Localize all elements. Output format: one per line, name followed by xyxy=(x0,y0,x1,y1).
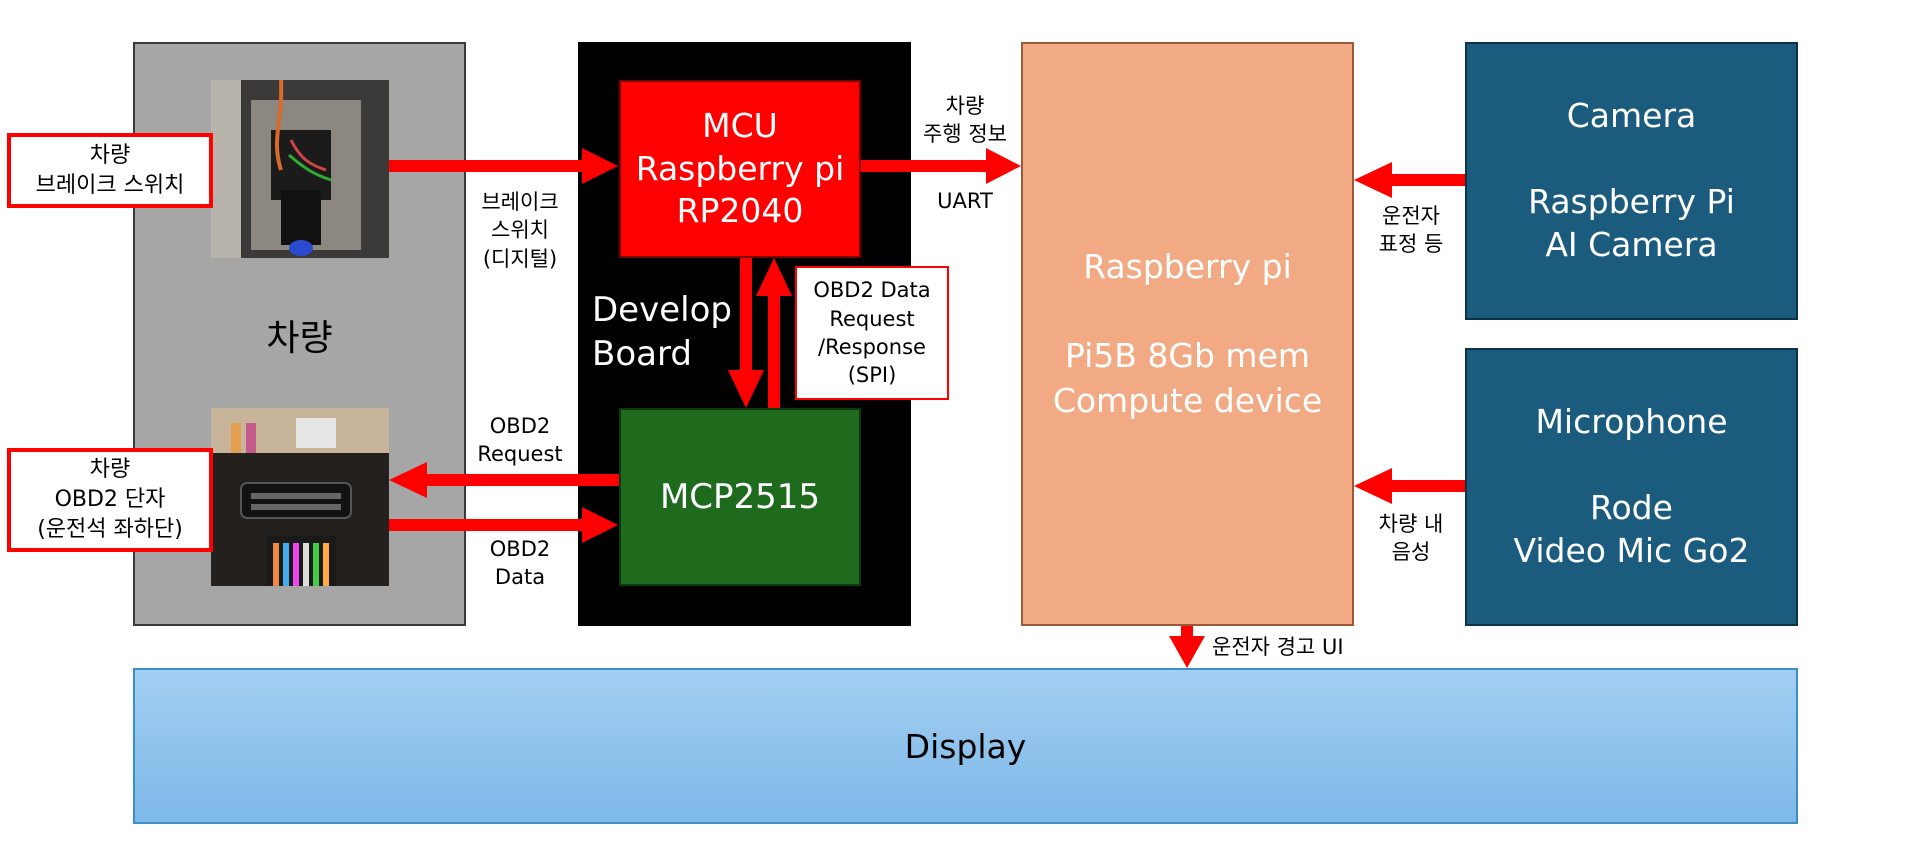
develop-board-title: Develop Board xyxy=(592,290,732,375)
pi-to-display-arrow xyxy=(1169,626,1205,668)
camera-block: Camera Raspberry Pi AI Camera xyxy=(1465,42,1798,320)
microphone-block: Microphone Rode Video Mic Go2 xyxy=(1465,348,1798,626)
camera-to-pi-arrow xyxy=(1354,162,1465,198)
brake-switch-link-label: 브레이크 스위치 (디지털) xyxy=(481,190,559,271)
obd-data-label: OBD2 Data xyxy=(489,537,551,590)
drive-info-label: 차량 주행 정보 xyxy=(923,94,1007,147)
mic-to-pi-arrow xyxy=(1354,468,1465,504)
vehicle-title: 차량 xyxy=(266,318,333,359)
warning-ui-label: 운전자 경고 UI xyxy=(1212,635,1344,659)
brake-switch-label: 차량 브레이크 스위치 xyxy=(7,133,213,208)
obd-request-label: OBD2 Request xyxy=(477,414,563,467)
obd-port-label: 차량 OBD2 단자 (운전석 좌하단) xyxy=(7,448,213,552)
uart-label: UART xyxy=(937,189,993,213)
obd-port-photo xyxy=(211,408,389,586)
mcp2515-block: MCP2515 xyxy=(619,408,861,586)
mcu-block: MCU Raspberry pi RP2040 xyxy=(619,80,861,258)
display-block: Display xyxy=(133,668,1798,824)
spi-label: OBD2 Data Request /Response (SPI) xyxy=(795,266,949,400)
raspberry-pi-block: Raspberry pi Pi5B 8Gb mem Compute device xyxy=(1021,42,1354,626)
cabin-audio-label: 차량 내 음성 xyxy=(1378,512,1444,565)
driver-expression-label: 운전자 표정 등 xyxy=(1378,204,1444,257)
brake-switch-photo xyxy=(211,80,389,258)
